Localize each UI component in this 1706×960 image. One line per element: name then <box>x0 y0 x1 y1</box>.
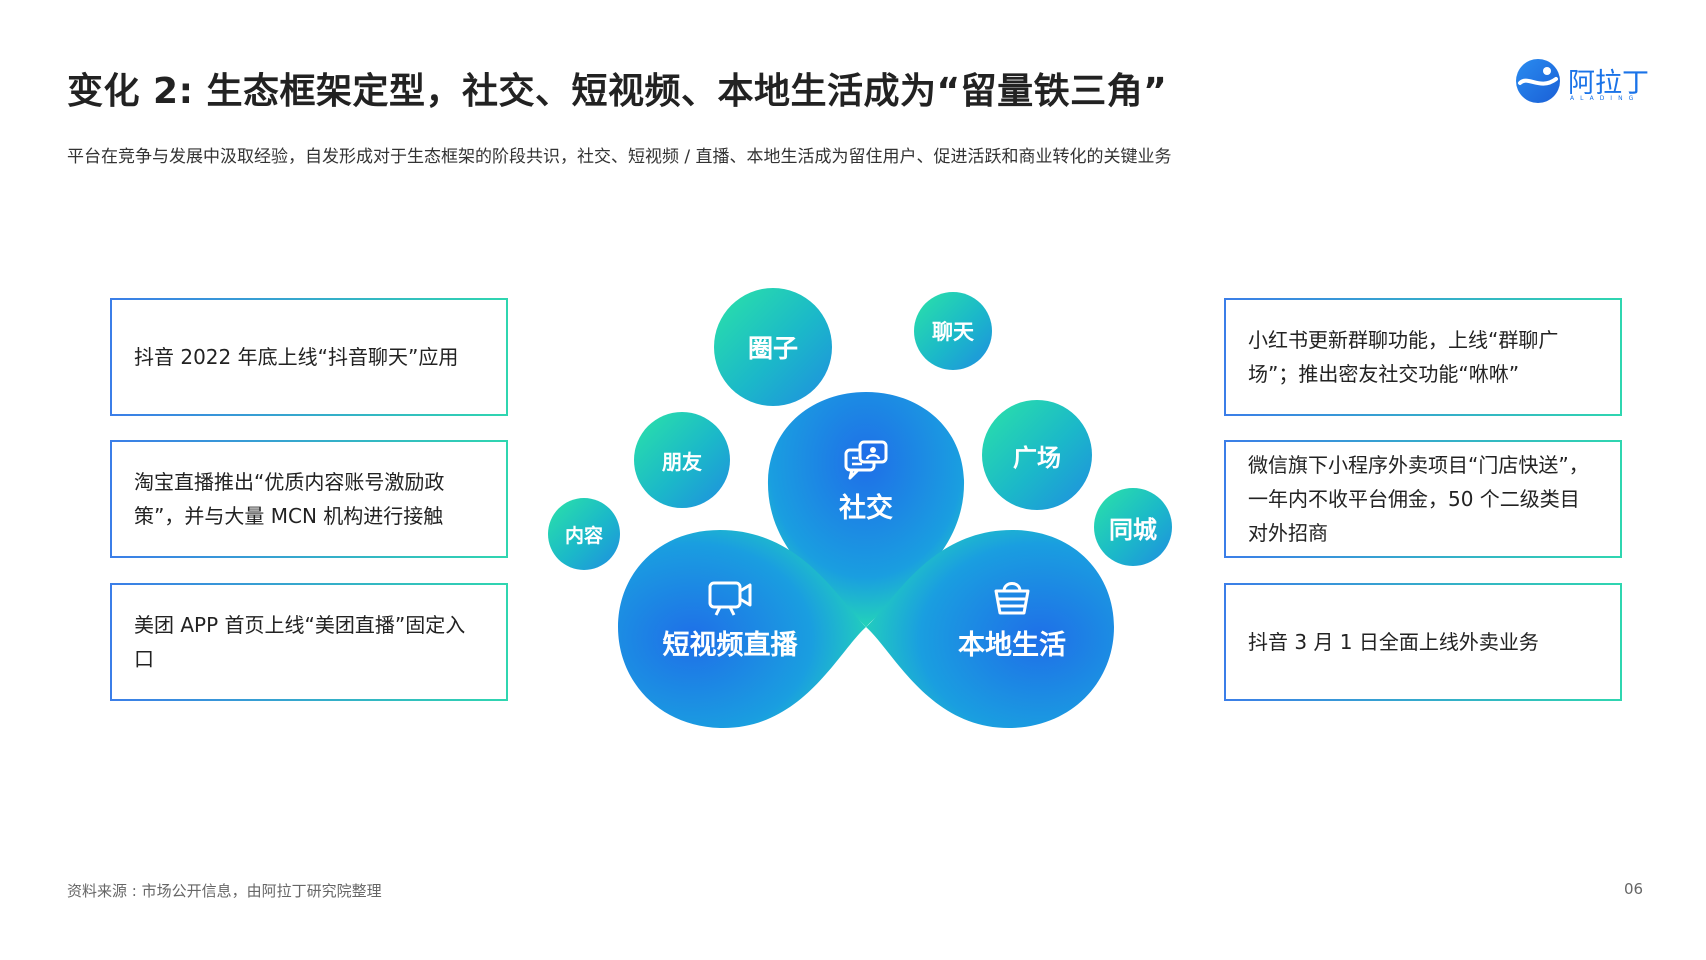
droplet-local <box>866 530 1114 729</box>
chat-bubbles-icon <box>844 440 888 480</box>
main-node-social: 社交 <box>796 438 936 525</box>
case-text: 小红书更新群聊功能，上线“群聊广场”；推出密友社交功能“咻咻” <box>1248 328 1559 386</box>
bubble-content: 内容 <box>548 498 620 570</box>
case-box-left-1: 抖音 2022 年底上线“抖音聊天”应用 <box>110 298 508 416</box>
source-note: 资料来源 : 市场公开信息，由阿拉丁研究院整理 <box>67 882 382 900</box>
bubble-friends: 朋友 <box>634 412 730 508</box>
bubble-same-city: 同城 <box>1094 488 1172 566</box>
aladdin-logo-icon <box>1516 59 1560 103</box>
bubble-label: 朋友 <box>662 449 702 474</box>
main-node-label: 社交 <box>839 493 893 524</box>
case-text: 美团 APP 首页上线“美团直播”固定入口 <box>134 613 466 671</box>
case-box-right-2: 微信旗下小程序外卖项目“门店快送”，一年内不收平台佣金，50 个二级类目对外招商 <box>1224 440 1622 558</box>
logo-text: 阿拉丁 <box>1568 68 1649 99</box>
bubble-label: 圈子 <box>747 334 798 363</box>
bubble-plaza: 广场 <box>982 400 1092 510</box>
case-box-left-3: 美团 APP 首页上线“美团直播”固定入口 <box>110 583 508 701</box>
bubble-label: 内容 <box>564 524 603 547</box>
case-box-right-1: 小红书更新群聊功能，上线“群聊广场”；推出密友社交功能“咻咻” <box>1224 298 1622 416</box>
bubble-label: 同城 <box>1109 515 1157 544</box>
page-number: 06 <box>1624 880 1644 898</box>
main-node-label: 短视频直播 <box>662 630 798 661</box>
case-box-left-2: 淘宝直播推出“优质内容账号激励政策”，并与大量 MCN 机构进行接触 <box>110 440 508 558</box>
main-node-local: 本地生活 <box>912 575 1112 662</box>
main-node-label: 本地生活 <box>958 630 1066 661</box>
shopping-basket-icon <box>994 582 1030 615</box>
case-text: 微信旗下小程序外卖项目“门店快送”，一年内不收平台佣金，50 个二级类目对外招商 <box>1248 453 1589 545</box>
page-subtitle: 平台在竞争与发展中汲取经验，自发形成对于生态框架的阶段共识，社交、短视频 / 直… <box>67 147 1172 167</box>
brand-logo: 阿拉丁 ALADING <box>1514 55 1654 107</box>
droplet-video <box>618 530 866 729</box>
bubble-label: 广场 <box>1013 443 1061 472</box>
logo-subtext: ALADING <box>1570 95 1640 102</box>
bubble-chat: 聊天 <box>914 292 992 370</box>
droplet-social <box>767 392 965 627</box>
bubble-circle: 圈子 <box>714 288 832 406</box>
bubble-label: 聊天 <box>932 320 974 344</box>
droplet-shapes <box>618 392 1114 729</box>
iron-triangle-diagram: 社交 短视频直播 本地生活 圈子 聊天 朋友 广场 内容 同城 <box>540 280 1180 740</box>
case-text: 抖音 3 月 1 日全面上线外卖业务 <box>1248 630 1539 654</box>
case-text: 抖音 2022 年底上线“抖音聊天”应用 <box>134 345 459 369</box>
video-camera-icon <box>708 581 752 616</box>
case-text: 淘宝直播推出“优质内容账号激励政策”，并与大量 MCN 机构进行接触 <box>134 470 445 528</box>
page-title: 变化 2: 生态框架定型，社交、短视频、本地生活成为“留量铁三角” <box>67 71 1168 112</box>
case-box-right-3: 抖音 3 月 1 日全面上线外卖业务 <box>1224 583 1622 701</box>
main-node-video: 短视频直播 <box>630 575 830 662</box>
